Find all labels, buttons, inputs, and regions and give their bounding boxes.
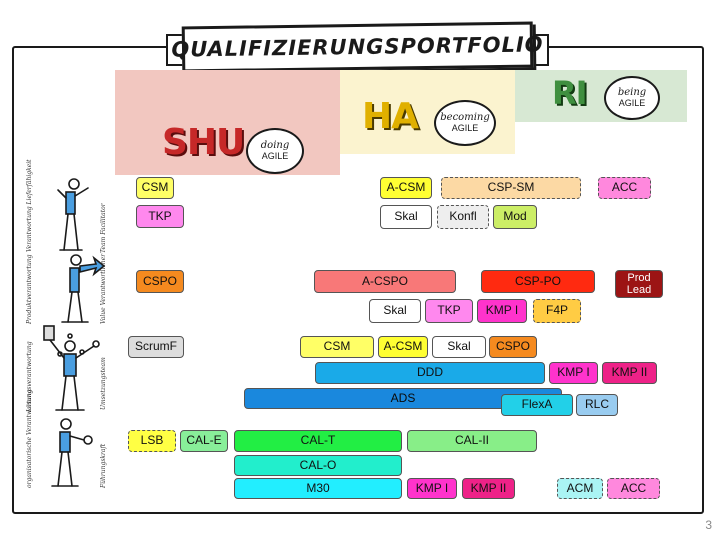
row-2-right-label: Value Verantwortlicher: [100, 253, 107, 324]
course-box-kmp-i-1[interactable]: KMP I: [477, 299, 527, 323]
row-3-right-label: Umsetzungsteam: [100, 357, 107, 410]
ha-bubble-word: becoming: [440, 112, 490, 124]
course-box-cspo-2[interactable]: CSPO: [489, 336, 537, 358]
row-2-left-label: Produktverantwortung: [26, 254, 33, 324]
course-box-lsb[interactable]: LSB: [128, 430, 176, 452]
page-title: QUALIFIZIERUNGSPORTFOLIO: [171, 32, 544, 62]
course-box-csm[interactable]: CSM: [136, 177, 174, 199]
ha-stage-label: HA: [362, 96, 419, 137]
course-box-tkp[interactable]: TKP: [136, 205, 184, 228]
course-box-cspo-1[interactable]: CSPO: [136, 270, 184, 293]
shu-stage-label: SHU: [162, 122, 245, 163]
course-box-rlc[interactable]: RLC: [576, 394, 618, 416]
course-box-acc-1[interactable]: ACC: [598, 177, 651, 199]
course-box-cal-e[interactable]: CAL-E: [180, 430, 228, 452]
ri-bubble-agile: AGILE: [618, 97, 646, 108]
course-box-acc-2[interactable]: ACC: [607, 478, 660, 499]
row-4-right-label: Führungskraft: [100, 443, 107, 488]
shu-speech-bubble: doing AGILE: [246, 128, 304, 174]
course-box-kmp-i-3[interactable]: KMP I: [407, 478, 457, 499]
course-box-skal-2[interactable]: Skal: [369, 299, 421, 323]
course-box-skal-3[interactable]: Skal: [432, 336, 486, 358]
course-box-csp-sm[interactable]: CSP-SM: [441, 177, 581, 199]
course-box-acm[interactable]: ACM: [557, 478, 603, 499]
course-box-a-csm-2[interactable]: A-CSM: [378, 336, 428, 358]
course-box-cal-ii[interactable]: CAL-II: [407, 430, 537, 452]
page-number: 3: [705, 518, 712, 532]
course-box-konfl[interactable]: Konfl: [437, 205, 489, 229]
course-box-csp-po[interactable]: CSP-PO: [481, 270, 595, 293]
course-box-m30[interactable]: M30: [234, 478, 402, 499]
ri-stage-label: RI: [552, 74, 588, 112]
course-box-cal-o[interactable]: CAL-O: [234, 455, 402, 476]
course-box-ads[interactable]: ADS: [244, 388, 562, 409]
shu-bubble-word: doing: [260, 140, 290, 152]
course-box-a-csm[interactable]: A-CSM: [380, 177, 432, 199]
course-box-tkp-2[interactable]: TKP: [425, 299, 473, 323]
course-box-cal-t[interactable]: CAL-T: [234, 430, 402, 452]
ha-speech-bubble: becoming AGILE: [434, 100, 496, 146]
row-4-left-label: organisatorische Verantwortung: [26, 389, 33, 488]
course-box-prod-lead[interactable]: Prod Lead: [615, 270, 663, 298]
course-box-scrumf[interactable]: ScrumF: [128, 336, 184, 358]
course-box-flexa[interactable]: FlexA: [501, 394, 573, 416]
course-box-kmp-ii-2[interactable]: KMP II: [462, 478, 515, 499]
row-1-right-label: Team Facilitator: [100, 203, 107, 253]
course-box-skal-1[interactable]: Skal: [380, 205, 432, 229]
title-banner: QUALIFIZIERUNGSPORTFOLIO: [171, 21, 544, 73]
ri-zone: [515, 70, 687, 122]
ri-speech-bubble: being AGILE: [604, 76, 660, 120]
ri-bubble-word: being: [617, 87, 647, 99]
row-1-left-label: Verantwortung Lieferfähigkeit: [26, 159, 33, 252]
ha-bubble-agile: AGILE: [451, 122, 479, 133]
course-box-kmp-ii-1[interactable]: KMP II: [602, 362, 657, 384]
course-box-csm-2[interactable]: CSM: [300, 336, 374, 358]
course-box-mod[interactable]: Mod: [493, 205, 537, 229]
course-box-ddd[interactable]: DDD: [315, 362, 545, 384]
course-box-a-cspo[interactable]: A-CSPO: [314, 270, 456, 293]
shu-bubble-agile: AGILE: [261, 150, 289, 161]
course-box-kmp-i-2[interactable]: KMP I: [549, 362, 598, 384]
course-box-f4p[interactable]: F4P: [533, 299, 581, 323]
